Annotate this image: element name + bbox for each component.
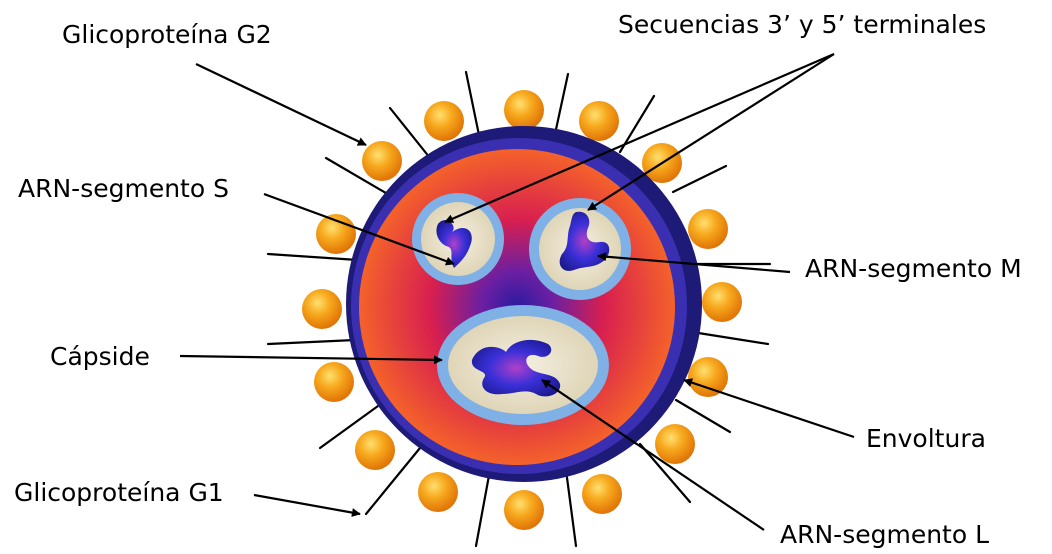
glycoprotein	[504, 490, 544, 530]
label-glicoproteina-g1: Glicoproteína G1	[14, 480, 224, 505]
glycoprotein	[418, 472, 458, 512]
glycoprotein	[355, 430, 395, 470]
capsid-s	[412, 193, 504, 285]
glycoprotein	[424, 101, 464, 141]
spike	[673, 166, 726, 192]
capsid-m	[529, 198, 631, 300]
glycoprotein	[655, 424, 695, 464]
spike	[268, 254, 358, 260]
glycoprotein	[688, 209, 728, 249]
label-arn-segmento-s: ARN-segmento S	[18, 176, 229, 201]
spike	[268, 340, 355, 344]
label-arn-segmento-l: ARN-segmento L	[780, 522, 989, 547]
spike	[555, 74, 568, 134]
glycoprotein	[688, 357, 728, 397]
glycoprotein	[314, 362, 354, 402]
glycoprotein	[579, 101, 619, 141]
glycoprotein	[362, 141, 402, 181]
spike	[566, 470, 576, 546]
spike	[466, 72, 480, 140]
spike	[476, 470, 490, 546]
arrow-glicoproteina-g2	[196, 64, 366, 145]
glycoprotein	[504, 90, 544, 130]
glycoprotein	[302, 289, 342, 329]
glycoprotein	[582, 474, 622, 514]
label-secuencias-terminales: Secuencias 3’ y 5’ terminales	[618, 12, 986, 37]
label-glicoproteina-g2: Glicoproteína G2	[62, 22, 272, 47]
arrow-envoltura	[684, 380, 854, 437]
glycoprotein	[702, 282, 742, 322]
label-arn-segmento-m: ARN-segmento M	[805, 256, 1022, 281]
arrow-glicoproteina-g1	[254, 495, 360, 514]
label-capside: Cápside	[50, 344, 150, 369]
spike	[692, 332, 768, 344]
arrow-secuencias-2	[588, 54, 834, 210]
label-envoltura: Envoltura	[866, 426, 986, 451]
